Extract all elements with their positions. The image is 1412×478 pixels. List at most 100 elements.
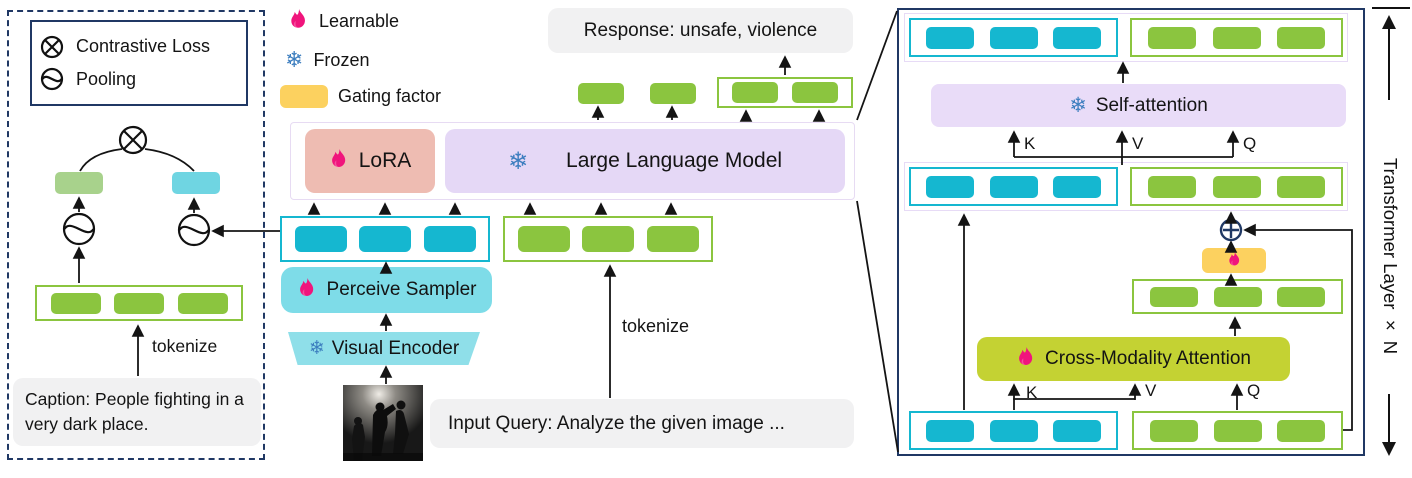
- snowflake-icon: [309, 337, 325, 360]
- legend-row-pooling: Pooling: [40, 67, 238, 91]
- caption-bubble: Caption: People fighting in a very dark …: [13, 378, 261, 446]
- output-token: [732, 82, 779, 103]
- text-token: [517, 226, 570, 252]
- cross-modality-attention-module: Cross-Modality Attention: [977, 337, 1290, 381]
- circled-wave-icon: [40, 68, 64, 91]
- v-label-top: V: [1132, 134, 1144, 153]
- caption-text: Caption: People fighting in a very dark …: [25, 388, 244, 434]
- transformer-layer-n-label: Transformer Layer × N: [1380, 157, 1401, 355]
- cross-modality-label: Cross-Modality Attention: [1045, 348, 1251, 369]
- left-legend-box: Contrastive Loss Pooling: [30, 20, 248, 106]
- visual-token: [1052, 26, 1101, 49]
- visual-encoder-module: Visual Encoder: [288, 332, 480, 365]
- visual-encoder-label: Visual Encoder: [331, 337, 460, 359]
- query-token-row: [503, 216, 713, 262]
- flame-icon: [1019, 347, 1033, 365]
- visual-token-row-in: [909, 411, 1118, 450]
- flame-icon: [291, 9, 305, 28]
- text-token-row-in: [1132, 411, 1343, 450]
- pooled-text-token: [55, 172, 103, 194]
- visual-token-row-mid: [909, 167, 1118, 206]
- fight-scene-image: [343, 385, 423, 461]
- output-token: [650, 83, 696, 104]
- k-label-top: K: [1024, 134, 1036, 153]
- gating-swatch-icon: [280, 85, 328, 108]
- lora-label: LoRA: [358, 149, 412, 172]
- llm-module: Large Language Model: [445, 129, 845, 193]
- text-token: [646, 226, 699, 252]
- visual-token: [423, 226, 476, 252]
- v-label-bottom: V: [1145, 381, 1157, 400]
- key-frozen: Frozen: [285, 47, 369, 73]
- text-token: [50, 292, 101, 314]
- visual-token: [926, 175, 975, 198]
- visual-token: [926, 26, 975, 49]
- visual-token-row-out: [909, 18, 1118, 57]
- input-query-text: Input Query: Analyze the given image ...: [448, 412, 785, 434]
- k-label-bottom: K: [1026, 383, 1038, 402]
- flame-icon: [331, 149, 345, 167]
- text-token: [177, 292, 228, 314]
- cross-attn-output-row: [1132, 279, 1343, 314]
- key-gating: Gating factor: [280, 85, 441, 108]
- text-token: [1276, 175, 1325, 198]
- frozen-label: Frozen: [313, 49, 370, 70]
- input-image-thumbnail: [343, 385, 423, 461]
- visual-token: [989, 26, 1038, 49]
- visual-token-row: [280, 216, 490, 262]
- transformer-layer-panel: [897, 8, 1365, 456]
- flame-icon: [299, 278, 313, 296]
- contrastive-branch-panel: [7, 10, 265, 460]
- learnable-label: Learnable: [319, 11, 400, 31]
- visual-token: [294, 226, 347, 252]
- text-token: [1277, 419, 1326, 442]
- snowflake-icon: [1069, 93, 1087, 118]
- snowflake-icon: [508, 147, 528, 176]
- text-token: [1148, 26, 1197, 49]
- q-label-bottom: Q: [1247, 381, 1261, 400]
- q-label-top: Q: [1243, 134, 1257, 153]
- pooling-label: Pooling: [76, 68, 137, 89]
- visual-token: [359, 226, 411, 252]
- text-token: [1212, 26, 1261, 49]
- tokenize-label-left: tokenize: [152, 336, 218, 356]
- flame-icon: [1228, 251, 1239, 265]
- legend-row-contrastive: Contrastive Loss: [40, 35, 238, 59]
- response-bubble: Response: unsafe, violence: [548, 8, 853, 53]
- visual-token: [1052, 175, 1101, 198]
- visual-token: [926, 419, 975, 442]
- llm-label: Large Language Model: [566, 149, 783, 172]
- self-attention-module: Self-attention: [931, 84, 1346, 127]
- text-token: [1149, 286, 1198, 307]
- text-token: [1148, 175, 1197, 198]
- key-learnable: Learnable: [288, 9, 399, 34]
- text-token: [582, 226, 634, 252]
- text-token: [1276, 26, 1325, 49]
- output-token: [578, 83, 624, 104]
- text-token: [1277, 286, 1326, 307]
- circled-x-icon: [40, 35, 64, 58]
- perceive-sampler-module: Perceive Sampler: [281, 267, 492, 313]
- text-token: [1213, 419, 1262, 442]
- text-token: [1149, 419, 1198, 442]
- text-token-row-mid: [1130, 167, 1343, 206]
- tokenize-label-middle: tokenize: [622, 316, 690, 336]
- gating-factor-module: [1202, 248, 1266, 273]
- text-token: [114, 292, 164, 314]
- text-token: [1212, 175, 1261, 198]
- response-text: Response: unsafe, violence: [583, 19, 818, 41]
- response-token-box: [717, 77, 853, 108]
- text-token: [1213, 286, 1262, 307]
- self-attention-label: Self-attention: [1095, 94, 1208, 116]
- caption-token-row: [35, 285, 243, 321]
- text-token-row-out: [1130, 18, 1343, 57]
- pooled-visual-token: [172, 172, 220, 194]
- contrastive-loss-label: Contrastive Loss: [76, 36, 211, 57]
- visual-token: [1052, 419, 1101, 442]
- lora-module: LoRA: [305, 129, 435, 193]
- snowflake-icon: [285, 47, 303, 73]
- perceive-sampler-label: Perceive Sampler: [326, 279, 477, 300]
- visual-token: [989, 419, 1038, 442]
- visual-token: [989, 175, 1038, 198]
